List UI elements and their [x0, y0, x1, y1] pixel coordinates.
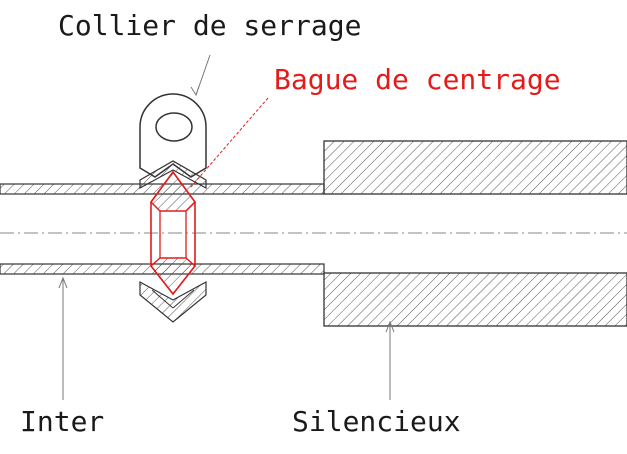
clamp-bottom-jaw [139, 280, 207, 323]
leader-collier-arrow [190, 85, 200, 97]
leader-inter-arrow [58, 276, 68, 289]
clamp-bottom-ridge [151, 289, 174, 309]
label-silencieux: Silencieux [292, 405, 461, 438]
centering-ring [150, 170, 196, 296]
label-bague-de-centrage: Bague de centrage [274, 63, 561, 96]
ring-bottom-band [150, 257, 196, 296]
muffler-bottom-wall [323, 272, 627, 327]
ring-outline [150, 170, 196, 296]
label-inter: Inter [20, 405, 105, 438]
clamp-top-jaw [139, 160, 207, 190]
label-collier-de-serrage: Collier de serrage [58, 9, 362, 42]
leader-silencieux-arrow [385, 320, 395, 333]
muffler-body [323, 140, 627, 327]
leaders [58, 54, 395, 400]
clamp [139, 93, 207, 323]
clamp-bolt-hole [155, 112, 193, 142]
clamp-bottom-ridge [172, 289, 195, 309]
muffler-top-wall [323, 140, 627, 195]
